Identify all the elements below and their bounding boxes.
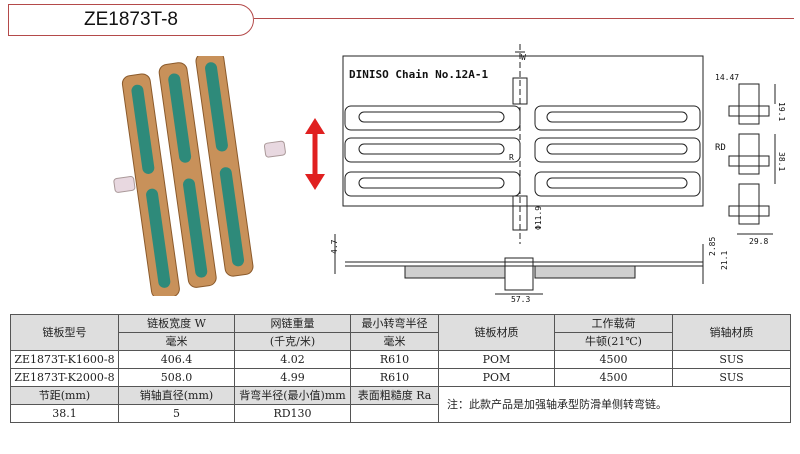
table-row: ZE1873T-K2000-8 508.0 4.99 R610 POM 4500… [10,368,791,387]
dim-top-right-1: 14.47 [715,73,739,82]
header-model: 链板型号 [10,314,119,351]
cell-pin-material: SUS [672,350,791,369]
side-view [728,83,776,235]
plate-3 [195,56,254,277]
cell-load: 4500 [554,368,673,387]
table-row: 38.1 5 RD130 [10,404,791,423]
header-min-radius: 最小转弯半径 [350,314,439,333]
header-pin-diameter: 销轴直径(mm) [118,386,235,405]
cell-back-radius: RD130 [234,404,351,423]
unit-radius: 毫米 [350,332,439,351]
plate-row-1 [344,105,701,131]
plate-row-3 [344,171,701,197]
pin-right [263,140,286,158]
product-note: 注：此款产品是加强轴承型防滑单侧转弯链。 [438,386,791,423]
product-title: ZE1873T-8 [8,4,254,36]
unit-weight: (千克/米) [234,332,351,351]
flex-direction-arrow-icon [305,118,325,190]
dim-pitch-side: 38.1 [777,152,786,171]
dim-right-1: 2.85 [708,237,717,256]
dim-left-thk: 4.7 [330,239,339,254]
header-pitch: 节距(mm) [10,386,119,405]
technical-drawing: DINISO Chain No.12A-1 W 14.47 19.1 RD R … [330,44,786,304]
dim-right-2: 21.1 [720,251,729,270]
cell-pin-diameter: 5 [118,404,235,423]
cell-model: ZE1873T-K2000-8 [10,368,119,387]
header-back-radius: 背弯半径(最小值)mm [234,386,351,405]
header-roughness: 表面粗糙度 Ra [350,386,439,405]
cell-material: POM [438,368,555,387]
cell-load: 4500 [554,350,673,369]
dim-top-right-2: 19.1 [777,102,786,121]
cell-roughness [350,404,439,423]
unit-width: 毫米 [118,332,235,351]
cell-weight: 4.02 [234,350,351,369]
table-header-row-3: 节距(mm) 销轴直径(mm) 背弯半径(最小值)mm 表面粗糙度 Ra 注：此… [10,386,791,423]
dim-bottom-side: 29.8 [749,237,768,246]
title-divider [254,18,794,19]
dim-r: R [509,153,514,162]
header-material: 链板材质 [438,314,555,351]
plate-2 [158,62,217,288]
header-pin-material: 销轴材质 [672,314,791,351]
cell-width: 406.4 [118,350,235,369]
table-header-row-1: 链板型号 链板宽度 W 网链重量 最小转弯半径 链板材质 工作载荷 销轴材质 [10,314,791,351]
dim-w: W [521,53,526,62]
dim-hole: Φ11.9 [534,206,543,230]
cell-radius: R610 [350,368,439,387]
chain-photo [113,56,286,296]
cell-material: POM [438,350,555,369]
drawing-frame [342,55,704,207]
cell-radius: R610 [350,350,439,369]
header-load: 工作载荷 [554,314,673,333]
table-row: ZE1873T-K1600-8 406.4 4.02 R610 POM 4500… [10,350,791,369]
dim-rd: RD [715,143,726,153]
cell-pitch: 38.1 [10,404,119,423]
plate-row-2 [344,137,701,163]
spec-table: 链板型号 链板宽度 W 网链重量 最小转弯半径 链板材质 工作载荷 销轴材质 毫… [10,314,791,423]
cell-model: ZE1873T-K1600-8 [10,350,119,369]
chain-spec-label: DINISO Chain No.12A-1 [349,68,488,81]
pin-left [113,176,136,193]
cell-weight: 4.99 [234,368,351,387]
cell-width: 508.0 [118,368,235,387]
header-weight: 网链重量 [234,314,351,333]
dim-bottom: 57.3 [511,295,530,304]
cell-pin-material: SUS [672,368,791,387]
header-width: 链板宽度 W [118,314,235,333]
plate-1 [121,73,180,296]
unit-load: 牛顿(21℃) [554,332,673,351]
section-view [334,234,704,295]
